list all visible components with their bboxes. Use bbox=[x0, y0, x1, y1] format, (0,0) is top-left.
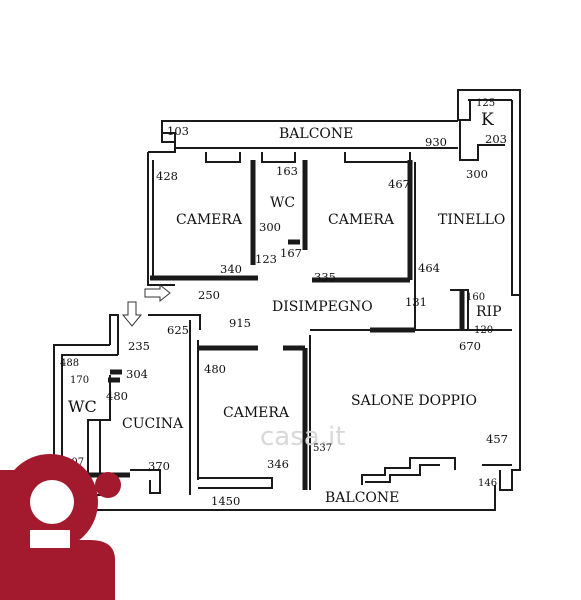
dim-125: 125 bbox=[476, 98, 495, 109]
room-disimpegno: DISIMPEGNO bbox=[272, 299, 373, 315]
dim-488: 488 bbox=[60, 358, 79, 369]
room-k: K bbox=[481, 110, 494, 130]
dim-235: 235 bbox=[128, 339, 150, 353]
room-camera-3: CAMERA bbox=[223, 405, 290, 421]
dim-915: 915 bbox=[229, 316, 251, 330]
dim-203: 203 bbox=[485, 132, 507, 146]
room-cucina: CUCINA bbox=[122, 416, 184, 432]
dim-340: 340 bbox=[220, 262, 242, 276]
dim-304: 304 bbox=[126, 367, 148, 381]
dim-464: 464 bbox=[418, 261, 440, 275]
dim-537: 537 bbox=[313, 443, 332, 454]
dim-167: 167 bbox=[280, 246, 302, 260]
room-rip: RIP bbox=[476, 304, 502, 320]
dim-625: 625 bbox=[167, 323, 189, 337]
dim-1450: 1450 bbox=[211, 494, 240, 508]
dim-480-wc: 480 bbox=[106, 389, 128, 403]
dim-160: 160 bbox=[466, 292, 485, 303]
room-tinello: TINELLO bbox=[438, 212, 505, 228]
dim-335: 335 bbox=[314, 270, 336, 284]
dim-457: 457 bbox=[486, 432, 508, 446]
dim-467: 467 bbox=[388, 177, 410, 191]
dim-163: 163 bbox=[276, 164, 298, 178]
room-wc-1: WC bbox=[270, 195, 295, 211]
dim-250: 250 bbox=[198, 288, 220, 302]
dim-146: 146 bbox=[478, 478, 497, 489]
dim-480-camera: 480 bbox=[204, 362, 226, 376]
dim-930: 930 bbox=[425, 135, 447, 149]
dim-370: 370 bbox=[148, 459, 170, 473]
balcone-bottom: BALCONE bbox=[325, 490, 399, 506]
room-wc-2: WC bbox=[68, 397, 97, 416]
watermark-text: casa.it bbox=[260, 422, 345, 452]
dim-170: 170 bbox=[70, 375, 89, 386]
interior-walls bbox=[54, 152, 512, 496]
dim-300-wc: 300 bbox=[259, 220, 281, 234]
dim-123: 123 bbox=[255, 252, 277, 266]
entry-arrows bbox=[121, 283, 171, 327]
dim-103: 103 bbox=[167, 124, 189, 138]
balcone-top: BALCONE bbox=[279, 126, 353, 142]
room-labels: CAMERA WC CAMERA TINELLO K DISIMPEGNO RI… bbox=[68, 110, 505, 506]
dim-300-tinello: 300 bbox=[466, 167, 488, 181]
dim-131: 131 bbox=[405, 295, 427, 309]
dim-120: 120 bbox=[474, 325, 493, 336]
dimension-labels: 103 930 125 203 428 163 467 300 300 167 … bbox=[60, 98, 508, 508]
room-camera-2: CAMERA bbox=[328, 212, 395, 228]
dim-670: 670 bbox=[459, 339, 481, 353]
room-salone: SALONE DOPPIO bbox=[351, 393, 477, 409]
dim-346: 346 bbox=[267, 457, 289, 471]
agency-logo bbox=[0, 454, 121, 600]
dim-428: 428 bbox=[156, 169, 178, 183]
room-camera-1: CAMERA bbox=[176, 212, 243, 228]
